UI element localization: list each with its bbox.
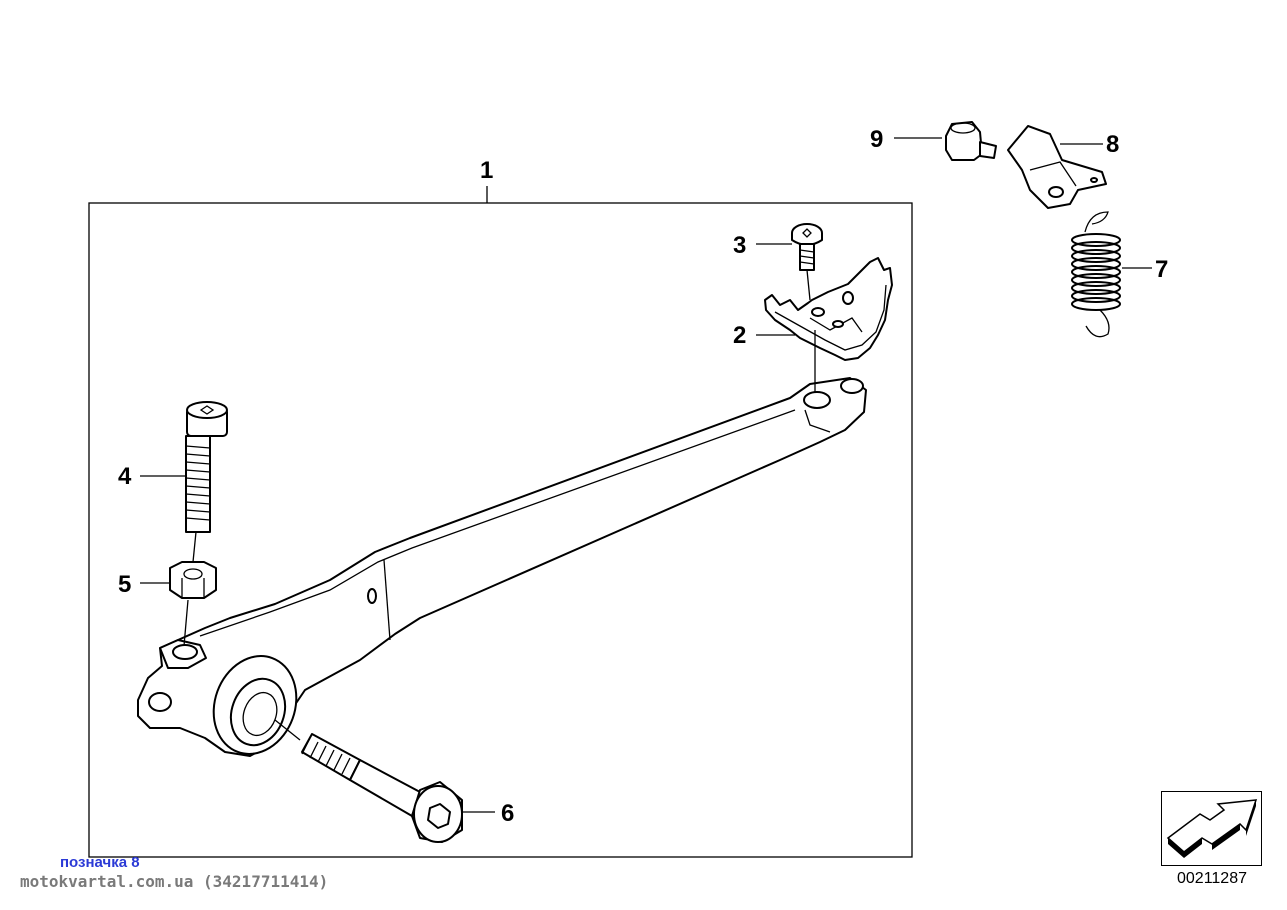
pedal-pad: [764, 257, 893, 392]
pivot-bolt: [274, 719, 463, 843]
group-frame: [88, 202, 913, 858]
callout-6: 6: [501, 800, 514, 827]
lever-screw: [185, 401, 228, 563]
watermark-title: позначка 8: [60, 854, 140, 871]
watermark-site: motokvartal.com.ua (34217711414): [20, 872, 329, 891]
pad-screw: [791, 223, 823, 301]
bracket-bolt: [894, 121, 997, 161]
callout-7: 7: [1155, 256, 1168, 283]
diagram-code: 00211287: [1177, 870, 1247, 887]
callout-3: 3: [733, 232, 746, 259]
callout-9: 9: [870, 126, 883, 153]
callout-8: 8: [1106, 131, 1119, 158]
direction-arrow-icon: [1166, 799, 1258, 858]
hex-nut: [169, 561, 217, 647]
callout-1: 1: [480, 157, 493, 184]
callout-5: 5: [118, 571, 131, 598]
callout-4: 4: [118, 463, 132, 490]
return-spring: [1071, 211, 1152, 338]
lever-arm: [137, 377, 867, 757]
callout-2: 2: [733, 322, 746, 349]
spring-bracket: [1007, 125, 1107, 209]
orientation-box: [1161, 791, 1262, 866]
